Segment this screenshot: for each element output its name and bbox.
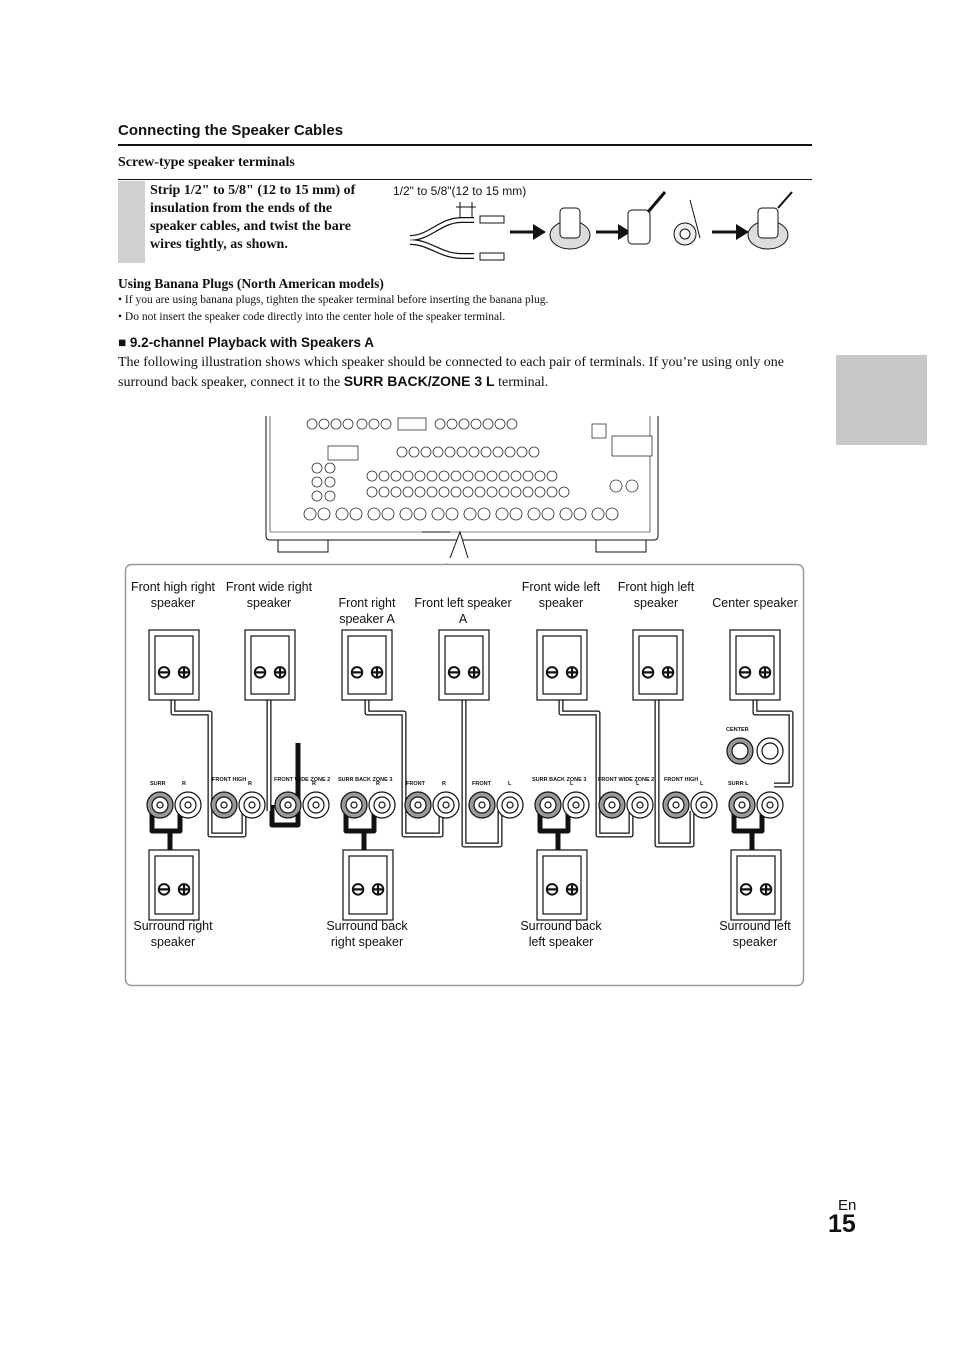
banana-heading: Using Banana Plugs (North American model… <box>118 276 384 291</box>
terminal-label: FRONT WIDE ZONE 2 <box>598 777 654 783</box>
body-paragraph: The following illustration shows which s… <box>118 355 784 390</box>
svg-text:⊖: ⊖ <box>156 879 171 899</box>
speaker-label: Front left speaker A <box>414 596 512 626</box>
speaker-label: Front high right speaker <box>130 580 216 610</box>
speaker-label: Surround left speaker <box>719 919 791 949</box>
svg-text:⊕: ⊕ <box>757 662 772 682</box>
svg-text:⊕: ⊕ <box>369 662 384 682</box>
svg-text:⊖: ⊖ <box>156 662 171 682</box>
speaker-label: Surround back right speaker <box>326 919 408 949</box>
page-language: En <box>838 1197 857 1214</box>
terminal-label: R <box>312 781 316 787</box>
svg-text:⊖: ⊖ <box>544 879 559 899</box>
terminal-label: FRONT WIDE ZONE 2 <box>274 777 330 783</box>
svg-text:⊕: ⊕ <box>176 879 191 899</box>
speaker-label: Surround right speaker <box>133 919 213 949</box>
terminal-label: R <box>376 781 380 787</box>
speaker-label: Center speaker <box>712 596 798 610</box>
terminal-label: SURR BACK ZONE 3 <box>532 777 586 783</box>
terminal-label: FRONT <box>472 781 492 787</box>
svg-text:⊕: ⊕ <box>176 662 191 682</box>
center-terminal-label: CENTER <box>726 727 749 733</box>
speaker-label: Front wide left speaker <box>521 580 601 610</box>
speaker-label: Front right speaker A <box>338 596 396 626</box>
terminal-label: FRONT <box>406 781 426 787</box>
svg-text:⊕: ⊕ <box>660 662 675 682</box>
page-number: 15 <box>828 1210 856 1238</box>
terminal-label: SURR <box>150 781 166 787</box>
terminal-label: R <box>248 781 252 787</box>
svg-text:⊕: ⊕ <box>272 662 287 682</box>
speaker-label: Surround back left speaker <box>520 919 602 949</box>
wire-strip-illustration <box>409 191 793 261</box>
svg-text:⊕: ⊕ <box>758 879 773 899</box>
side-tab <box>836 355 927 445</box>
svg-text:⊕: ⊕ <box>466 662 481 682</box>
terminal-label: FRONT HIGH <box>664 777 698 783</box>
svg-text:⊖: ⊖ <box>446 662 461 682</box>
svg-text:⊖: ⊖ <box>544 662 559 682</box>
svg-text:⊖: ⊖ <box>737 662 752 682</box>
terminal-label: R <box>442 781 446 787</box>
terminal-label: L <box>508 781 512 787</box>
banana-bullet: • If you are using banana plugs, tighten… <box>118 294 549 306</box>
speaker-label: Front wide right speaker <box>225 580 313 610</box>
receiver-rear-panel <box>265 416 659 558</box>
svg-text:⊖: ⊖ <box>350 879 365 899</box>
screw-terminals-heading: Screw-type speaker terminals <box>118 155 295 170</box>
svg-text:⊕: ⊕ <box>370 879 385 899</box>
terminal-label: L <box>636 781 640 787</box>
strip-instruction: Strip 1/2" to 5/8" (12 to 15 mm) of insu… <box>150 183 356 252</box>
terminal-label: SURR BACK ZONE 3 <box>338 777 392 783</box>
sub-rule <box>118 179 812 180</box>
svg-text:⊕: ⊕ <box>564 879 579 899</box>
terminal-label: L <box>570 781 574 787</box>
step-bar <box>118 181 145 263</box>
strip-length-label: 1/2" to 5/8"(12 to 15 mm) <box>393 184 527 198</box>
terminal-label: SURR L <box>728 781 749 787</box>
terminal-label: FRONT HIGH <box>212 777 246 783</box>
terminal-label: L <box>700 781 704 787</box>
terminal-label: R <box>182 781 186 787</box>
terminal-row: SURR R FRONT HIGH R FRONT WIDE ZONE 2 R … <box>146 727 784 819</box>
title-rule <box>118 144 812 146</box>
svg-text:⊖: ⊖ <box>738 879 753 899</box>
svg-text:⊖: ⊖ <box>252 662 267 682</box>
svg-text:⊖: ⊖ <box>640 662 655 682</box>
svg-text:⊕: ⊕ <box>564 662 579 682</box>
speaker-wiring-diagram: SURR R FRONT HIGH R FRONT WIDE ZONE 2 R … <box>124 563 805 987</box>
channel-heading: ■ 9.2-channel Playback with Speakers A <box>118 335 375 350</box>
banana-bullet: • Do not insert the speaker code directl… <box>118 311 506 323</box>
section-title: Connecting the Speaker Cables <box>118 122 344 139</box>
svg-text:⊖: ⊖ <box>349 662 364 682</box>
speaker-label: Front high left speaker <box>617 580 695 610</box>
